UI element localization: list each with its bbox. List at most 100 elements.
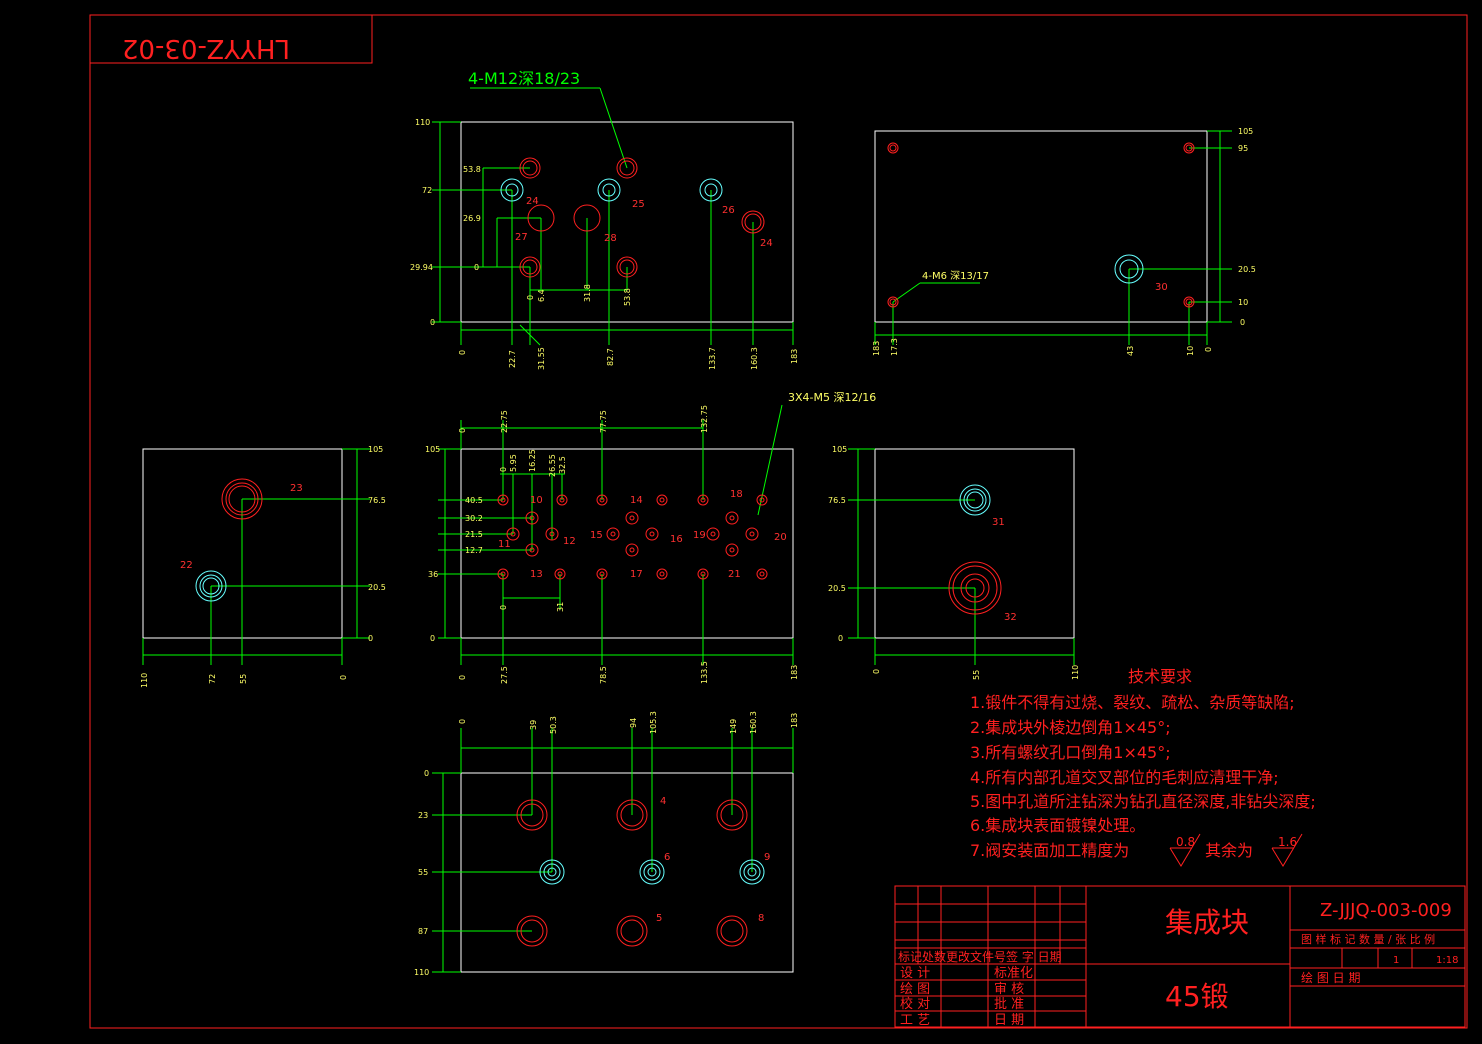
tb-row-right: 日 期 — [994, 1013, 1024, 1028]
dim-top: 5.95 — [509, 454, 518, 472]
dim-top: 0 — [458, 428, 467, 433]
dim-inner: 53.8 — [463, 165, 481, 174]
dim-x: 183 — [790, 665, 799, 680]
dim-top: 32.5 — [558, 456, 567, 474]
dim-top: 22.75 — [500, 410, 509, 433]
dim-x: 160.3 — [750, 347, 759, 370]
dim-y: 0 — [430, 634, 435, 643]
dim-top: 16.25 — [528, 449, 537, 472]
dim-y: 110 — [414, 968, 429, 977]
hole-label: 23 — [290, 483, 303, 494]
view-mid-center: 3X4-M5 深12/16 0 22.75 77.75 132.75 5.95 … — [425, 391, 876, 684]
mirrored-code: LHYYZ-03-02 — [122, 33, 290, 63]
dim-x: 105.3 — [649, 711, 658, 734]
tb-row-left: 设 计 — [900, 966, 930, 981]
dim-y: 76.5 — [368, 496, 386, 505]
dim-x: 160.3 — [749, 711, 758, 734]
hole-label: 15 — [590, 530, 603, 541]
hole-label: 11 — [498, 539, 511, 550]
dim-y: 72 — [422, 186, 432, 195]
hole-label: 4 — [660, 796, 666, 807]
dim-y: 40.5 — [465, 496, 483, 505]
dim-x: 10 — [1186, 346, 1195, 356]
dim-x: 17.3 — [890, 338, 899, 356]
note-item: 3.所有螺纹孔口倒角1×45°; — [970, 743, 1171, 762]
hole-label: 31 — [992, 517, 1005, 528]
hole-label: 20 — [774, 532, 787, 543]
dim-y: 23 — [418, 811, 428, 820]
dim-y: 30.2 — [465, 514, 483, 523]
dim-x: 149 — [729, 719, 738, 734]
dim-y: 20.5 — [1238, 265, 1256, 274]
tb-row-right: 批 准 — [994, 997, 1024, 1012]
roughness-value: 1.6 — [1278, 835, 1297, 849]
m5-holes — [497, 494, 768, 580]
note-item: 1.锻件不得有过烧、裂纹、疏松、杂质等缺陷; — [970, 693, 1295, 712]
dim-x: 72 — [208, 674, 217, 684]
dim-x: 31.55 — [537, 347, 546, 370]
hole-label: 13 — [530, 569, 543, 580]
title-block-text: 标记处数更改文件号签 字 日期 设 计 绘 图 校 对 工 艺 标准化 审 核 … — [898, 900, 1458, 1028]
hole-label: 24 — [760, 238, 773, 249]
hole-label: 8 — [758, 913, 764, 924]
dim-inner: 0 — [526, 295, 535, 300]
drawing-frame — [89, 14, 1468, 1029]
view-bottom: 0 39 50.3 94 105.3 149 160.3 183 0 23 55… — [414, 711, 799, 977]
dim-x: 133.5 — [700, 661, 709, 684]
code-box — [89, 14, 373, 64]
dim-x: 55 — [239, 674, 248, 684]
note-item: 7.阀安装面加工精度为 — [970, 841, 1129, 860]
dim-y: 20.5 — [828, 584, 846, 593]
hole-label: 19 — [693, 530, 706, 541]
hole-label: 26 — [722, 205, 735, 216]
tb-row-left: 绘 图 — [900, 982, 930, 997]
dim-y: 110 — [415, 118, 430, 127]
revision-header: 标记处数更改文件号签 字 日期 — [898, 949, 1062, 964]
dim-y: 0 — [424, 769, 429, 778]
dim-y: 0 — [430, 318, 435, 327]
hole-label: 16 — [670, 534, 683, 545]
dim-x: 183 — [790, 349, 799, 364]
view-top-left: 4-M12深18/23 110 72 29.94 0 53.8 26.9 0 0… — [410, 69, 799, 370]
dim-y: 76.5 — [828, 496, 846, 505]
date-label: 绘 图 日 期 — [1301, 970, 1360, 985]
dim-x: 183 — [872, 341, 881, 356]
hole-label: 12 — [563, 536, 576, 547]
view-mid-left: 105 76.5 20.5 0 110 72 55 0 23 22 — [140, 445, 386, 688]
hole-label: 21 — [728, 569, 741, 580]
dim-y: 10 — [1238, 298, 1248, 307]
dim-inner: 0 — [499, 467, 508, 472]
dim-x: 22.7 — [508, 350, 517, 368]
dim-x: 183 — [790, 713, 799, 728]
view-mid-right: 105 76.5 20.5 0 0 55 110 31 32 — [828, 445, 1080, 680]
note-item: 5.图中孔道所注钻深为钻孔直径深度,非钻尖深度; — [970, 792, 1316, 811]
dim-y: 0 — [1240, 318, 1245, 327]
hole-label: 24 — [526, 196, 539, 207]
callout-m6: 4-M6 深13/17 — [922, 270, 989, 282]
callout-m12: 4-M12深18/23 — [468, 69, 580, 88]
dim-x: 0 — [339, 675, 348, 680]
drawing-number: Z-JJJQ-003-009 — [1320, 900, 1452, 921]
dim-x: 39 — [529, 720, 538, 730]
dim-x: 110 — [140, 673, 149, 688]
dim-x: 55 — [972, 670, 981, 680]
dim-top: 77.75 — [599, 410, 608, 433]
note-item: 2.集成块外棱边倒角1×45°; — [970, 718, 1171, 737]
roughness-value: 0.8 — [1176, 835, 1195, 849]
tb-row-right: 审 核 — [994, 982, 1024, 997]
dim-top: 26.55 — [548, 454, 557, 477]
hole-label: 6 — [664, 852, 670, 863]
hole-label: 14 — [630, 495, 643, 506]
dim-x: 0 — [872, 669, 881, 674]
technical-notes: 技术要求 1.锻件不得有过烧、裂纹、疏松、杂质等缺陷; 2.集成块外棱边倒角1×… — [970, 667, 1316, 867]
note-item7-mid: 其余为 — [1205, 841, 1253, 860]
dim-y: 21.5 — [465, 530, 483, 539]
note-item: 4.所有内部孔道交叉部位的毛刺应清理干净; — [970, 768, 1279, 787]
notes-title: 技术要求 — [1128, 667, 1192, 686]
qty: 1 — [1393, 955, 1399, 966]
dim-y: 95 — [1238, 144, 1248, 153]
hole-label: 5 — [656, 913, 662, 924]
hole-label: 22 — [180, 560, 193, 571]
dim-x: 43 — [1126, 346, 1135, 356]
callout-m5: 3X4-M5 深12/16 — [788, 391, 876, 404]
